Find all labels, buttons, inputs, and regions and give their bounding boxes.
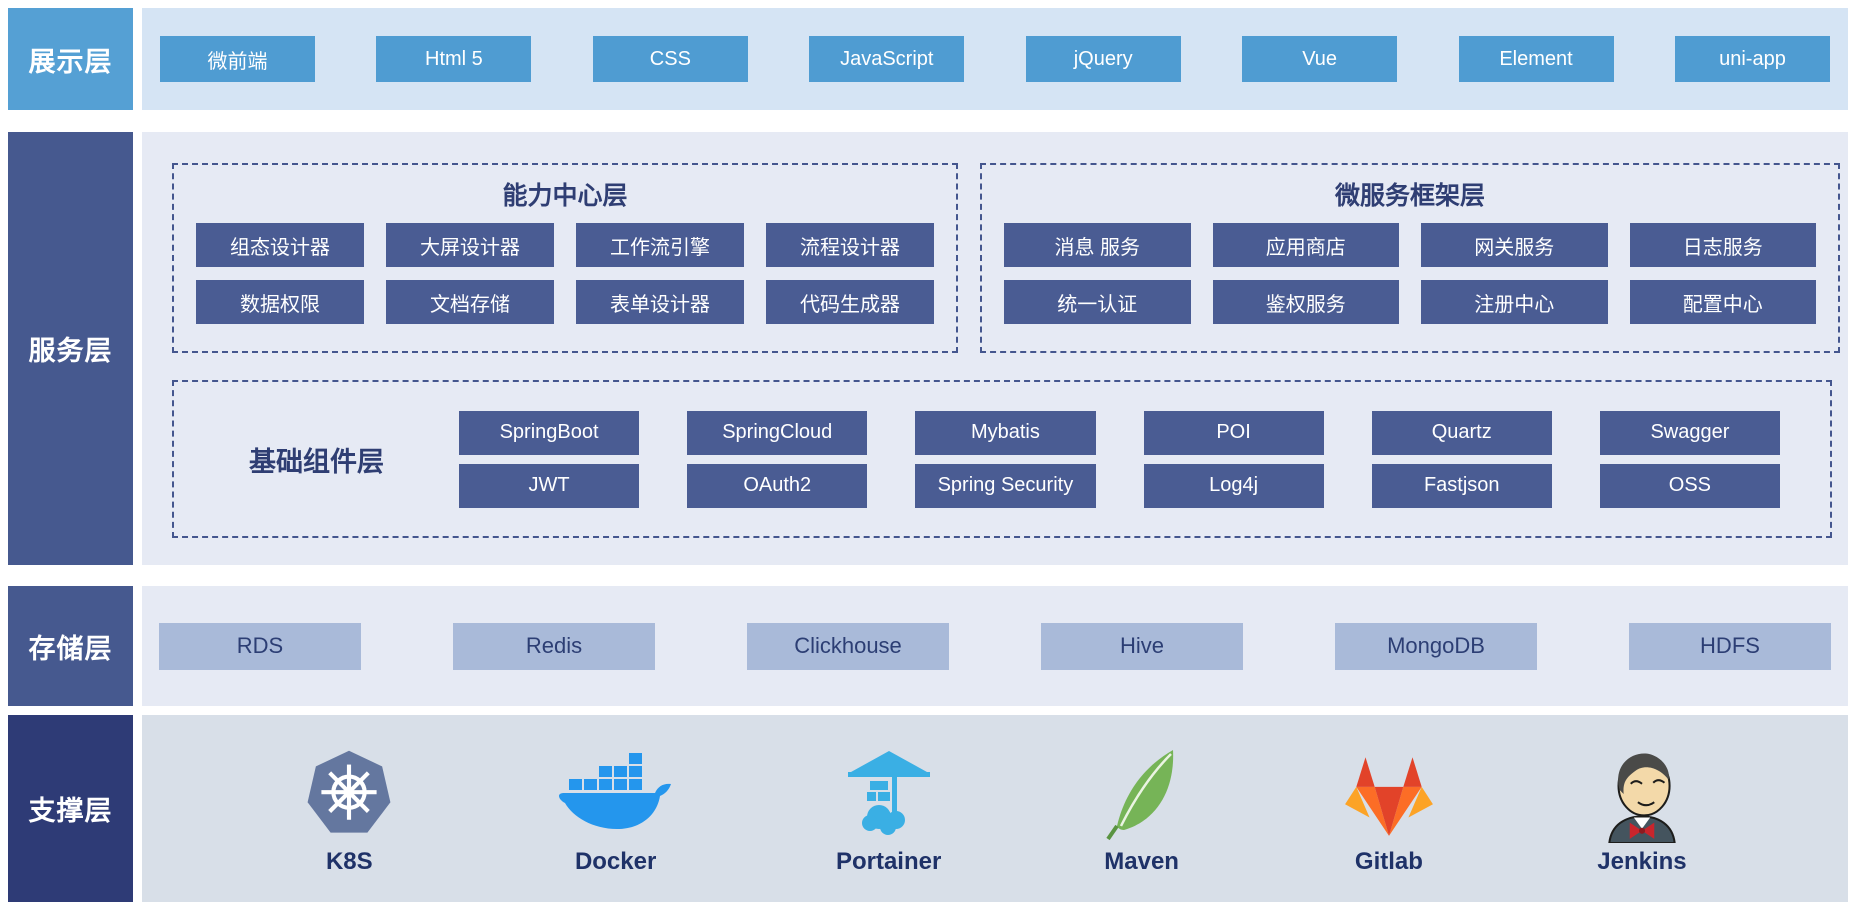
support-layer-content: K8S Docker [142,715,1848,902]
presentation-layer-label: 展示层 [8,8,133,110]
microservice-chip: 应用商店 [1212,223,1399,267]
storage-chip: RDS [159,622,361,670]
capability-chip: 流程设计器 [766,223,934,267]
capability-chip: 工作流引擎 [576,223,744,267]
support-item-label: Docker [574,847,657,875]
presentation-layer-row: 展示层 微前端 Html 5 CSS JavaScript jQuery Vue… [8,8,1848,110]
support-item-label: K8S [325,847,373,875]
presentation-chip: JavaScript [809,36,965,82]
jenkins-icon [1599,742,1685,846]
base-component-chip: Swagger [1599,410,1780,455]
portainer-icon [843,742,935,846]
support-item-k8s: K8S [303,742,395,876]
service-layer-content: 能力中心层 组态设计器 大屏设计器 工作流引擎 流程设计器 数据权限 文档存储 … [142,132,1848,565]
support-item-label: Gitlab [1354,847,1423,875]
storage-chip: HDFS [1629,622,1831,670]
support-layer-row: 支撑层 K8S [8,715,1848,902]
service-layer-row: 服务层 能力中心层 组态设计器 大屏设计器 工作流引擎 流程设计器 数据权限 文… [8,132,1848,565]
service-layer-label: 服务层 [8,132,133,565]
base-components-group: 基础组件层 SpringBoot SpringCloud Mybatis POI… [172,380,1832,538]
support-item-jenkins: Jenkins [1597,742,1687,876]
support-item-label: Jenkins [1597,847,1687,875]
storage-chip: Redis [453,622,655,670]
base-component-chip: OAuth2 [687,463,868,508]
capability-chip: 组态设计器 [196,223,364,267]
storage-chip: MongoDB [1335,622,1537,670]
presentation-chip: Html 5 [376,36,532,82]
microservice-chip: 统一认证 [1004,280,1191,324]
base-component-chip: JWT [459,463,640,508]
base-component-chip: SpringBoot [459,410,640,455]
base-component-chip: Spring Security [915,463,1096,508]
capability-center-title: 能力中心层 [502,182,628,210]
support-item-maven: Maven [1103,742,1181,876]
maven-icon [1103,742,1181,846]
support-item-portainer: Portainer [836,742,941,876]
support-item-docker: Docker [557,742,675,876]
base-component-chip: POI [1143,410,1324,455]
kubernetes-icon [303,742,395,846]
support-item-label: Portainer [835,847,942,875]
presentation-chip: 微前端 [160,36,315,82]
storage-chip: Hive [1041,622,1243,670]
capability-chip: 代码生成器 [766,280,934,324]
storage-layer-content: RDS Redis Clickhouse Hive MongoDB HDFS [142,586,1848,706]
capability-chip: 文档存储 [386,280,554,324]
presentation-chip: jQuery [1025,36,1181,82]
microservice-framework-title: 微服务框架层 [1334,182,1485,210]
microservice-chip: 配置中心 [1629,280,1816,324]
presentation-layer-content: 微前端 Html 5 CSS JavaScript jQuery Vue Ele… [142,8,1848,110]
microservice-chip: 鉴权服务 [1212,280,1399,324]
microservice-framework-group: 微服务框架层 消息 服务 应用商店 网关服务 日志服务 统一认证 鉴权服务 注册… [980,163,1840,353]
base-component-chip: Quartz [1371,410,1552,455]
base-components-title: 基础组件层 [249,446,384,477]
base-component-chip: Log4j [1143,463,1324,508]
support-item-gitlab: Gitlab [1342,742,1436,876]
presentation-chip: Element [1458,36,1614,82]
base-component-chip: OSS [1599,463,1780,508]
gitlab-icon [1342,742,1436,846]
storage-layer-row: 存储层 RDS Redis Clickhouse Hive MongoDB HD… [8,586,1848,706]
storage-layer-label: 存储层 [8,586,133,706]
base-component-chip: SpringCloud [687,410,868,455]
capability-chip: 表单设计器 [576,280,744,324]
docker-icon [557,742,675,846]
microservice-chip: 日志服务 [1629,223,1816,267]
base-component-chip: Fastjson [1371,463,1552,508]
support-layer-label: 支撑层 [8,715,133,902]
microservice-chip: 网关服务 [1421,223,1608,267]
capability-chip: 大屏设计器 [386,223,554,267]
microservice-chip: 消息 服务 [1004,223,1191,267]
base-component-chip: Mybatis [915,410,1096,455]
presentation-chip: Vue [1242,36,1398,82]
capability-center-group: 能力中心层 组态设计器 大屏设计器 工作流引擎 流程设计器 数据权限 文档存储 … [172,163,958,353]
presentation-chip: CSS [592,36,748,82]
support-item-label: Maven [1104,847,1179,875]
storage-chip: Clickhouse [747,622,949,670]
presentation-chip: uni-app [1674,36,1830,82]
microservice-chip: 注册中心 [1421,280,1608,324]
capability-chip: 数据权限 [196,280,364,324]
